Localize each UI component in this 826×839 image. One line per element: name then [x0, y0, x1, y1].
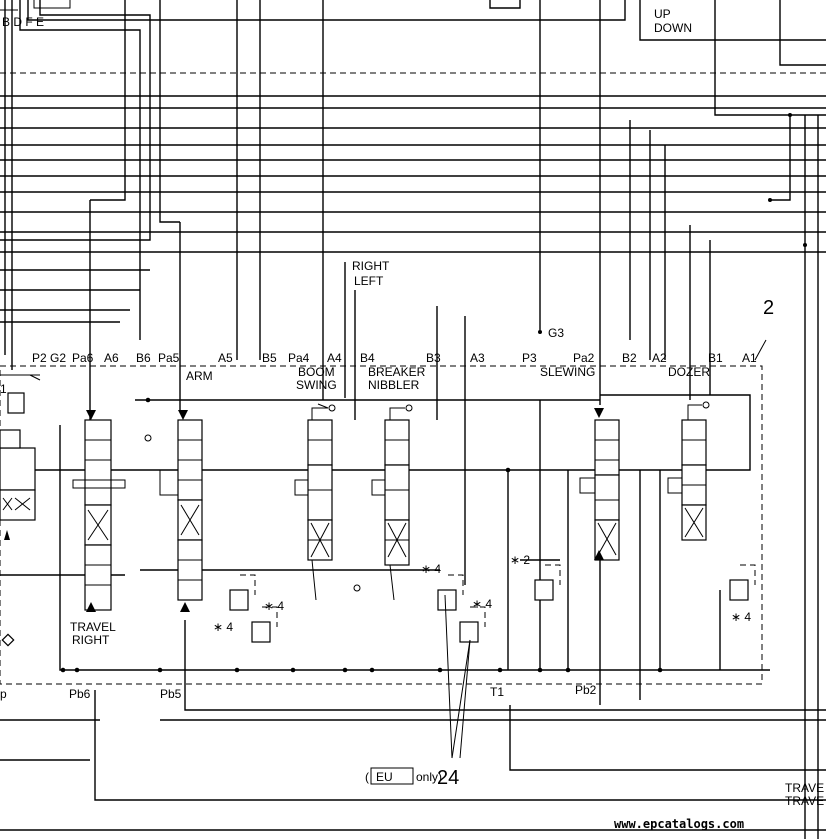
valve-galleries	[0, 394, 826, 831]
watermark: www.epcatalogs.com	[614, 817, 744, 831]
section-nibbler: NIBBLER	[368, 378, 420, 392]
port-p3: P3	[522, 351, 537, 365]
valve-block-housing	[0, 365, 763, 685]
spool-breaker-nibbler	[371, 404, 413, 601]
port-a3: A3	[470, 351, 485, 365]
port-t1: T1	[490, 685, 504, 699]
spool-slewing	[579, 408, 620, 561]
callout-2: 2	[763, 297, 774, 319]
port-p2: P2	[32, 351, 47, 365]
port-b3: B3	[426, 351, 441, 365]
left-partial-valve	[0, 374, 41, 647]
port-pa4: Pa4	[288, 351, 310, 365]
port-pa2: Pa2	[573, 351, 595, 365]
label-left: LEFT	[354, 274, 384, 288]
port-b1: B1	[708, 351, 723, 365]
port-pb2: Pb2	[575, 683, 597, 697]
spool-dozer	[667, 401, 710, 541]
spool-travel-right	[72, 410, 126, 612]
port-a5: A5	[218, 351, 233, 365]
section-dozer: DOZER	[668, 365, 710, 379]
port-b4: B4	[360, 351, 375, 365]
label-up: UP	[654, 7, 671, 21]
section-swing: SWING	[296, 378, 337, 392]
port-pa5: Pa5	[158, 351, 180, 365]
section-boom: BOOM	[298, 365, 335, 379]
callout-leader	[754, 339, 767, 361]
section-travel-right: RIGHT	[72, 633, 110, 647]
label-down: DOWN	[654, 21, 692, 35]
edge-trave-2: TRAVE	[785, 794, 824, 808]
port-pa6: Pa6	[72, 351, 94, 365]
port-b6: B6	[136, 351, 151, 365]
relief-valves	[144, 434, 756, 643]
port-pb5: Pb5	[160, 687, 182, 701]
port-pb6: Pb6	[69, 687, 91, 701]
mark-star4-c: ∗ 4	[213, 620, 233, 634]
callout-24-leaders	[370, 594, 471, 785]
spool-arm	[159, 410, 203, 612]
eu-box	[370, 767, 414, 785]
note-open: (	[365, 770, 369, 784]
note-only: only)	[416, 770, 442, 784]
label-1: 1	[0, 382, 7, 396]
label-g3: G3	[548, 326, 564, 340]
top-tags: B D F E	[2, 15, 44, 29]
port-a2: A2	[652, 351, 667, 365]
port-p: p	[0, 687, 7, 701]
mark-star4-b: ∗ 4	[264, 599, 284, 613]
label-right: RIGHT	[352, 259, 390, 273]
port-b2: B2	[622, 351, 637, 365]
section-travel: TRAVEL	[70, 620, 116, 634]
callout-24: 24	[437, 767, 459, 789]
section-arm: ARM	[186, 369, 213, 383]
labels: B D F E UP DOWN RIGHT LEFT G3 2 P2 G2 Pa…	[0, 7, 824, 831]
mark-star4-e: ∗ 4	[731, 610, 751, 624]
valve-feed-lines	[89, 0, 711, 585]
section-slewing: SLEWING	[540, 365, 595, 379]
mark-star4-a: ∗ 4	[421, 562, 441, 576]
mark-star4-d: ∗ 4	[472, 597, 492, 611]
port-a6: A6	[104, 351, 119, 365]
mark-star2: ∗ 2	[510, 553, 530, 567]
port-g2: G2	[50, 351, 66, 365]
edge-trave-1: TRAVE	[785, 781, 824, 795]
port-a1: A1	[742, 351, 757, 365]
port-a4: A4	[327, 351, 342, 365]
port-b5: B5	[262, 351, 277, 365]
note-eu: EU	[376, 770, 393, 784]
section-breaker: BREAKER	[368, 365, 426, 379]
spool-boom-swing	[294, 403, 336, 601]
